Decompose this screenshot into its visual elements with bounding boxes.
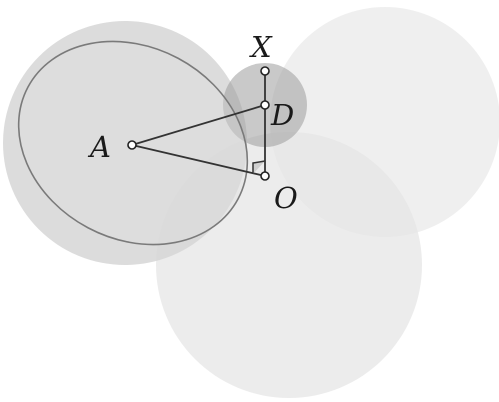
point-A [127, 140, 137, 150]
label-A: A [87, 130, 111, 164]
disc-left [3, 21, 247, 265]
label-O: O [274, 181, 298, 215]
point-O [260, 171, 270, 181]
segment-A-O [131, 144, 266, 177]
segment-A-D [131, 104, 266, 146]
label-D: D [270, 98, 294, 132]
right-angle-marker [252, 160, 266, 174]
point-D [260, 100, 270, 110]
label-X: X [249, 30, 273, 64]
point-X [260, 66, 270, 76]
